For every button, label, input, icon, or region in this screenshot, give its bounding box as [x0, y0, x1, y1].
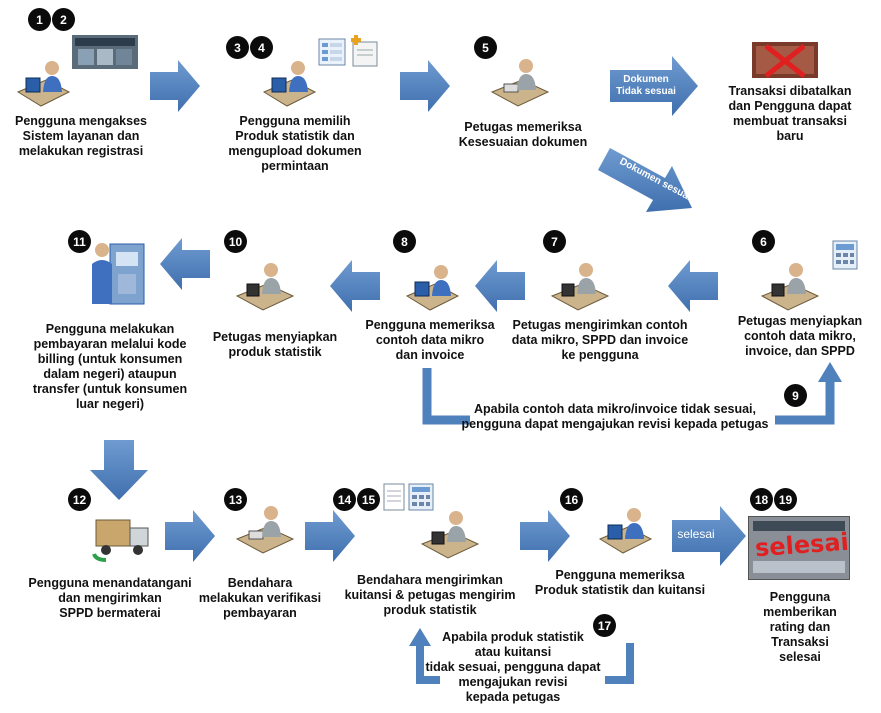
arrow-step6-to-step7 — [668, 260, 718, 312]
step-badge-19: 19 — [774, 488, 797, 511]
spreadsheet-document-icon — [408, 483, 434, 511]
step-16-label: Pengguna memeriksa Produk statistik dan … — [534, 568, 706, 597]
upload-document-icon — [351, 35, 378, 67]
revision-loop-9-head — [818, 362, 842, 382]
step-badge-17: 17 — [593, 614, 616, 637]
step-7-label: Petugas mengirimkan contoh data mikro, S… — [511, 318, 689, 362]
arrow-doc-not-ok — [610, 56, 698, 116]
step-badge-9: 9 — [784, 384, 807, 407]
officer-at-computer-icon — [550, 263, 610, 311]
step-badge-18: 18 — [750, 488, 773, 511]
step-18-19-label: Pengguna memberikan rating dan Transaksi… — [763, 590, 837, 664]
user-at-computer-icon — [598, 508, 653, 554]
step-13-label: Bendahara melakukan verifikasi pembayara… — [198, 576, 322, 620]
step-14-15-label: Bendahara mengirimkan kuitansi & petugas… — [344, 573, 516, 617]
form-document-icon — [318, 38, 346, 66]
step-1-2-label: Pengguna mengakses Sistem layanan dan me… — [15, 114, 147, 158]
step-badge-5: 5 — [474, 36, 497, 59]
arrow-doc-not-ok-label: Dokumen Tidak sesuai — [616, 74, 676, 97]
step-3-4-label: Pengguna memilih Produk statistik dan me… — [228, 114, 362, 173]
revision-loop-17 — [605, 643, 634, 684]
arrow-step12-to-step13 — [165, 510, 215, 562]
step-badge-3: 3 — [226, 36, 249, 59]
step-badge-7: 7 — [543, 230, 566, 253]
arrow-step8-to-step10 — [330, 260, 380, 312]
arrow-step15-to-step16 — [520, 510, 570, 562]
user-at-computer-icon — [16, 61, 71, 107]
step-badge-13: 13 — [224, 488, 247, 511]
step-badge-15: 15 — [357, 488, 380, 511]
step-10-label: Petugas menyiapkan produk statistik — [212, 330, 338, 359]
arrow-doc-ok — [598, 148, 692, 212]
arrow-step10-to-step11 — [160, 238, 210, 290]
cancelled-transaction-label: Transaksi dibatalkan dan Pengguna dapat … — [728, 84, 852, 143]
step-badge-16: 16 — [560, 488, 583, 511]
officer-at-computer-icon — [235, 263, 295, 311]
treasurer-at-computer-icon — [235, 506, 295, 554]
revision-loop-17-head — [409, 628, 431, 646]
step-6-label: Petugas menyiapkan contoh data mikro, in… — [737, 314, 863, 358]
step-5-label: Petugas memeriksa Kesesuaian dokumen — [458, 120, 588, 149]
user-at-computer-icon — [262, 61, 317, 107]
treasurer-at-computer-icon — [420, 511, 480, 559]
arrow-selesai-label: selesai — [677, 527, 715, 541]
step-8-label: Pengguna memeriksa contoh data mikro dan… — [365, 318, 495, 362]
step-badge-11: 11 — [68, 230, 91, 253]
step-badge-12: 12 — [68, 488, 91, 511]
step-badge-8: 8 — [393, 230, 416, 253]
arrow-step7-to-step8 — [475, 260, 525, 312]
officer-at-computer-icon — [490, 59, 550, 107]
revision-17-note: Apabila produk statistik atau kuitansi t… — [425, 630, 601, 704]
website-screenshot-icon — [72, 35, 138, 69]
selesai-screen-image: selesai — [748, 516, 850, 580]
arrow-step4-to-step5 — [400, 60, 450, 112]
step-badge-4: 4 — [250, 36, 273, 59]
receipt-document-icon — [383, 483, 405, 511]
arrow-step11-to-step12 — [90, 440, 148, 500]
cancelled-screen-icon — [752, 42, 818, 78]
step-badge-6: 6 — [752, 230, 775, 253]
revision-loop-9 — [422, 368, 470, 425]
officer-at-computer-icon — [760, 263, 820, 311]
arrow-step2-to-step3 — [150, 60, 200, 112]
step-badge-14: 14 — [333, 488, 356, 511]
user-at-computer-icon — [405, 265, 460, 311]
arrow-step13-to-step14 — [305, 510, 355, 562]
atm-user-icon — [92, 243, 145, 305]
step-badge-1: 1 — [28, 8, 51, 31]
calculator-document-icon — [832, 240, 858, 270]
arrow-selesai — [672, 506, 746, 566]
revision-9-note: Apabila contoh data mikro/invoice tidak … — [461, 402, 769, 431]
selesai-banner-text: selesai — [754, 527, 850, 563]
step-badge-2: 2 — [52, 8, 75, 31]
delivery-truck-icon — [92, 519, 149, 562]
step-11-label: Pengguna melakukan pembayaran melalui ko… — [32, 322, 188, 411]
revision-loop-9-right — [775, 378, 835, 425]
step-badge-10: 10 — [224, 230, 247, 253]
revision-loop-17-left — [416, 642, 440, 684]
step-12-label: Pengguna menandatangani dan mengirimkan … — [28, 576, 192, 620]
